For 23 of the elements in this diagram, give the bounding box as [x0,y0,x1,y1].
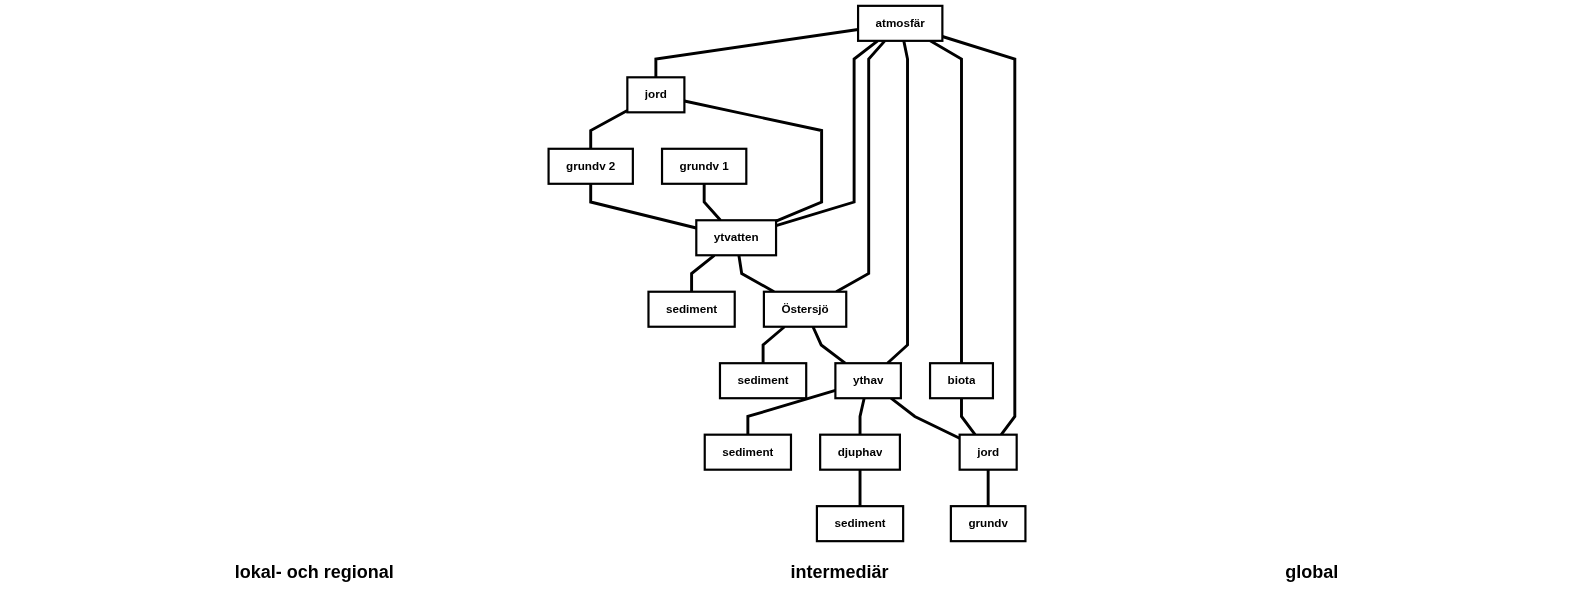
node-box: djuphav [818,433,901,471]
node-box: atmosfär [856,4,943,42]
region-label: lokal- och regional [234,561,394,583]
node-box: sediment [703,433,792,471]
region-label: global [1285,561,1339,583]
connector [653,28,858,78]
node-box: grundv [949,505,1027,543]
node-box: ythav [833,362,902,400]
node-box: ytvatten [694,219,777,257]
node-box: sediment [718,362,807,400]
node-box: grundv 2 [546,147,634,185]
node-box: jord [958,433,1018,471]
node-box: sediment [646,290,736,328]
node-box: grundv 1 [660,147,747,185]
node-box: biota [928,362,994,400]
node-box: sediment [815,505,904,543]
connector [858,469,861,507]
connector [588,109,628,149]
connector [683,99,823,223]
region-label: intermediär [790,561,889,583]
node-box: Östersjö [762,290,847,328]
connector [986,469,990,507]
node-box: jord [625,76,685,114]
